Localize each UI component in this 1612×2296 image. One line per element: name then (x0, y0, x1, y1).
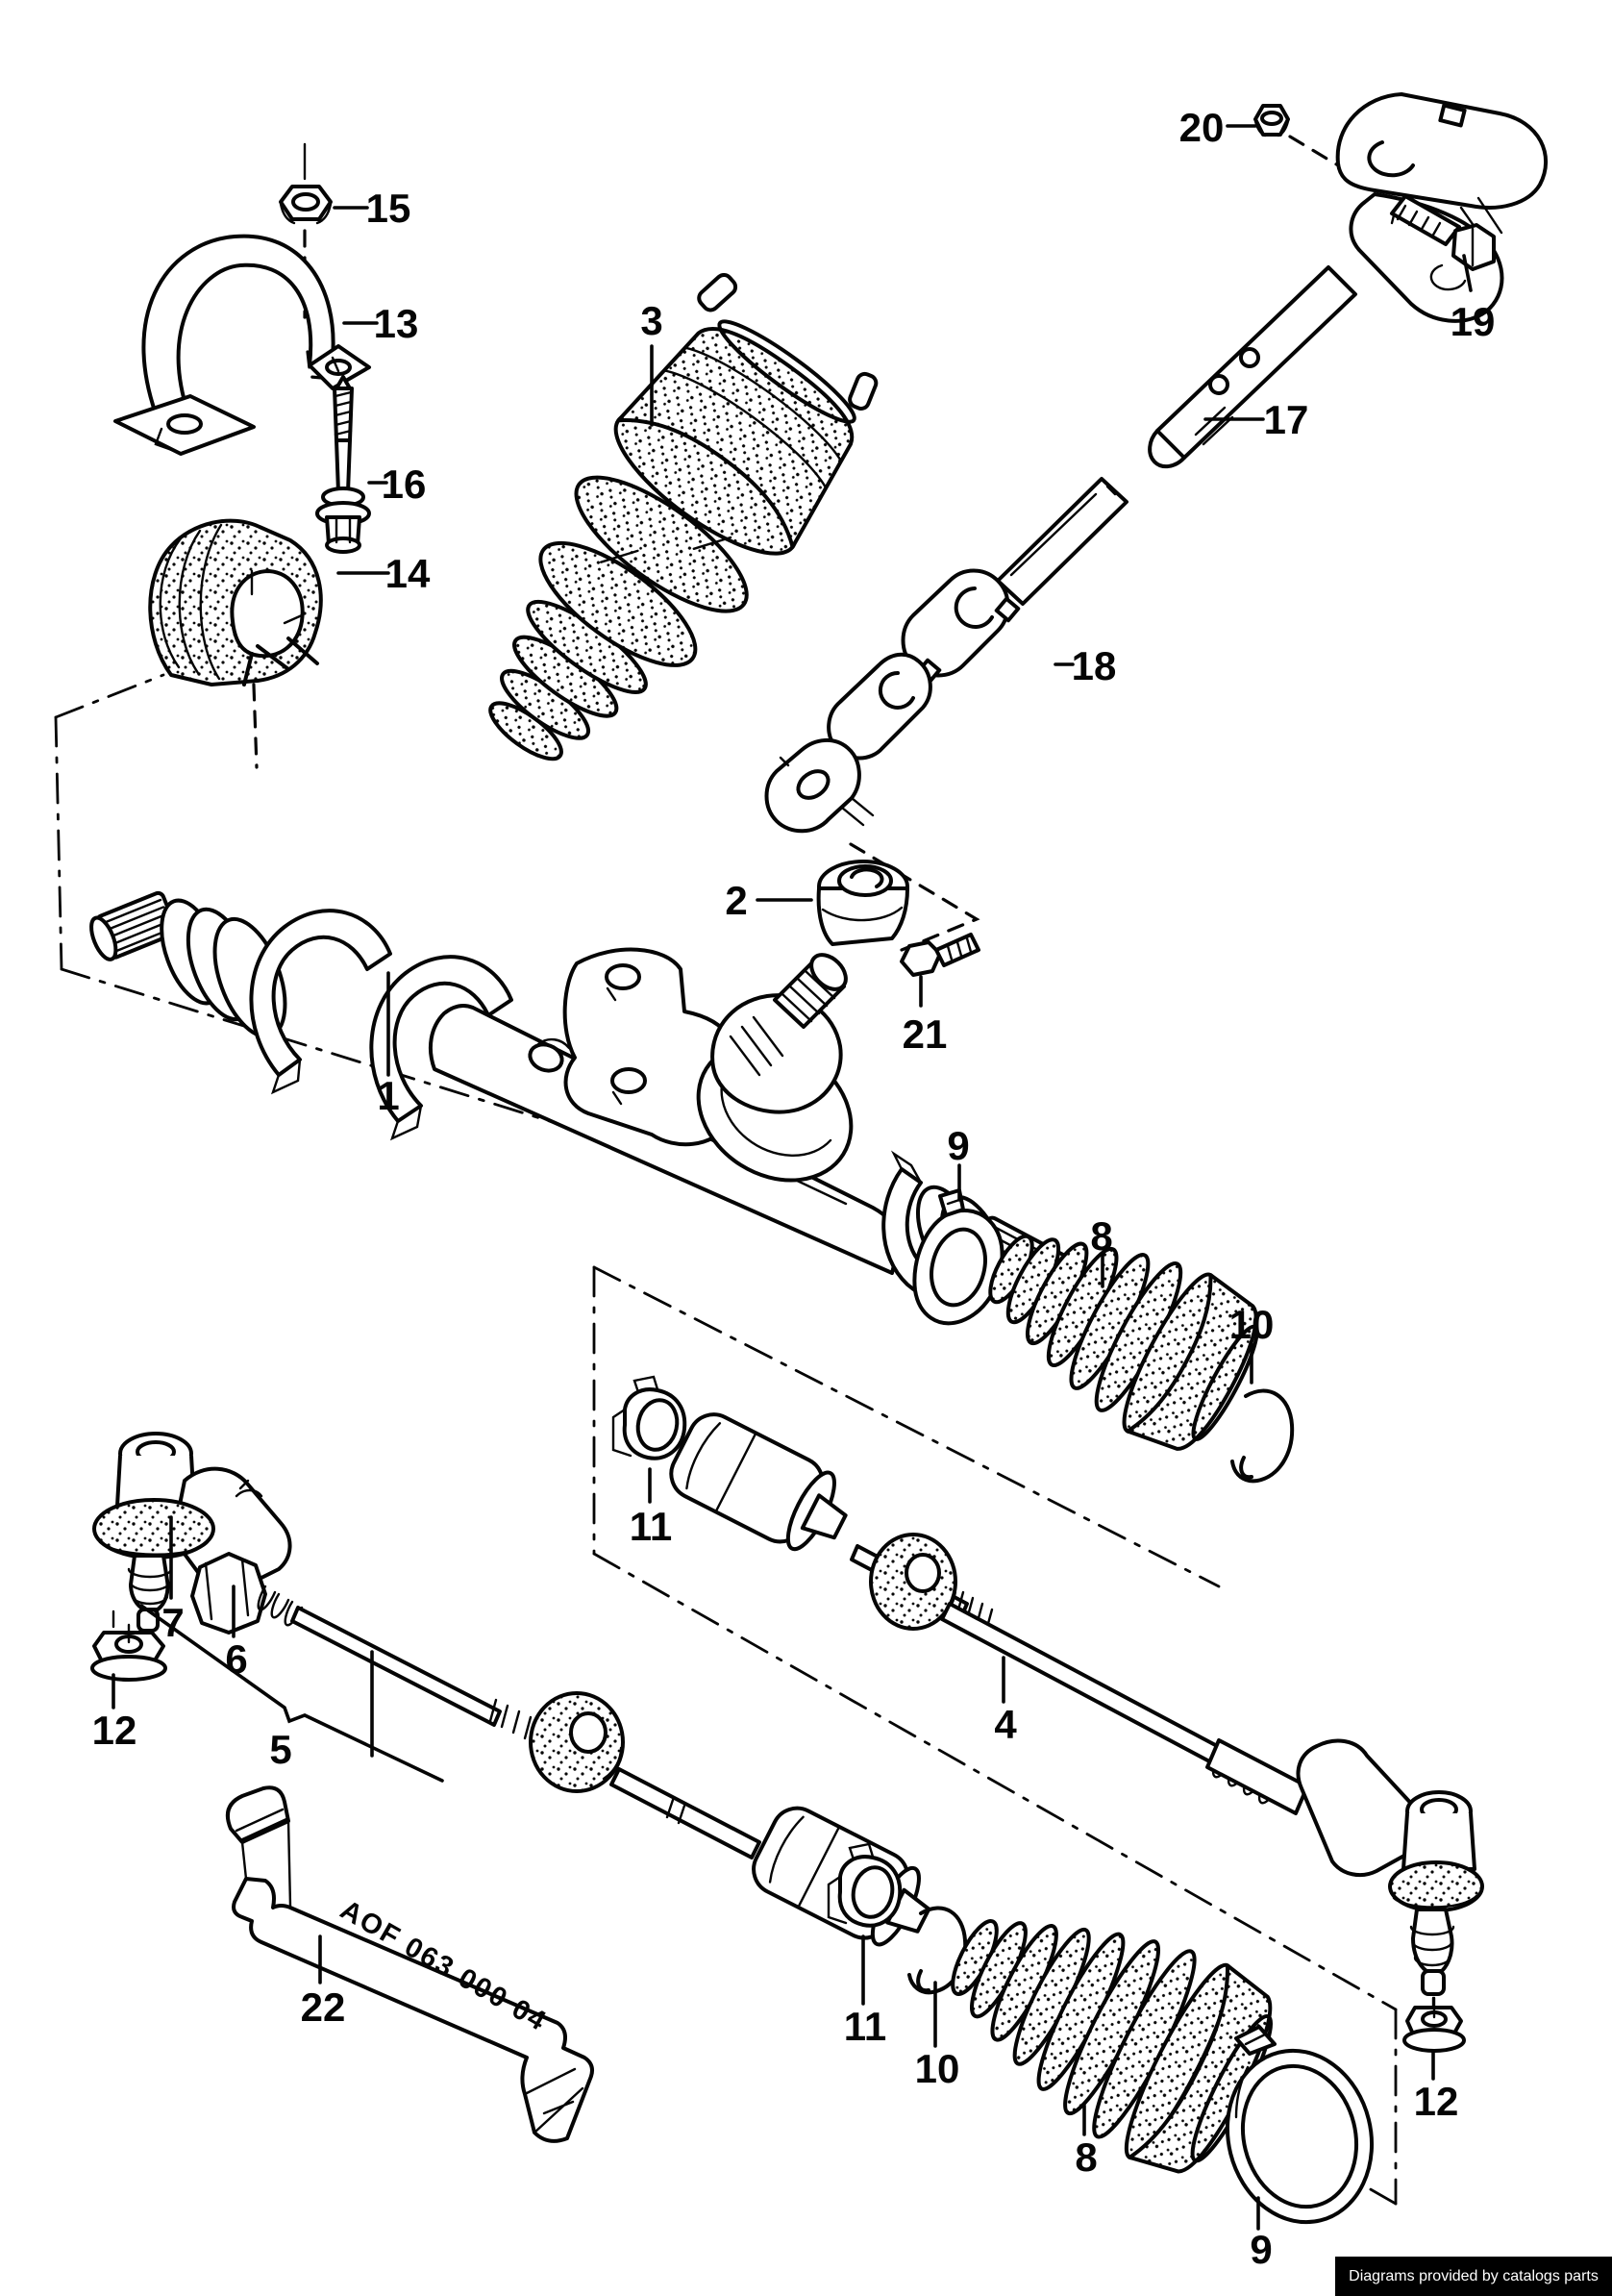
part-universal-joint-18 (764, 477, 1128, 834)
footer-bar: Diagrams provided by catalogs parts (1335, 2257, 1612, 2296)
leader-lines (112, 124, 1473, 2231)
callout-9a: 9 (947, 1123, 969, 1168)
callout-22: 22 (301, 1984, 346, 2030)
callout-18: 18 (1072, 643, 1117, 688)
part-upper-yoke (1335, 92, 1549, 323)
callout-12a: 12 (92, 1708, 137, 1753)
callout-5: 5 (269, 1727, 291, 1772)
callout-14: 14 (385, 551, 431, 596)
part-axial-joint-rod-4 (611, 1375, 1309, 1815)
callout-11a: 11 (630, 1504, 672, 1549)
part-grommet-2 (816, 860, 909, 946)
part-bolt-16 (315, 375, 371, 554)
callout-1: 1 (377, 1073, 399, 1118)
part-clamp-bracket-13 (113, 234, 371, 456)
part-intermediate-shaft-17 (1148, 265, 1357, 469)
part-tie-rod-end-left (90, 1432, 292, 1682)
part-bolt-21 (900, 933, 980, 977)
callout-15: 15 (366, 186, 411, 231)
part-rubber-mount-14 (148, 518, 323, 686)
callout-3: 3 (640, 298, 662, 343)
callout-19: 19 (1451, 299, 1496, 344)
callout-11b: 11 (844, 2004, 886, 2049)
callout-8a: 8 (1090, 1213, 1112, 1259)
callout-7: 7 (161, 1600, 184, 1645)
part-locknut-6 (190, 1552, 304, 1635)
callout-21: 21 (903, 1011, 948, 1057)
callout-2: 2 (725, 878, 747, 923)
callout-12b: 12 (1414, 2079, 1459, 2124)
part-bellows-boot-8a (988, 1234, 1259, 1451)
part-steering-gear-1 (89, 890, 1075, 1304)
footer-text: Diagrams provided by catalogs parts (1349, 2267, 1599, 2284)
callout-13: 13 (374, 301, 419, 346)
part-clamp-9a (912, 1188, 1004, 1326)
part-bellows-boot-8b (951, 1919, 1274, 2174)
part-tie-rod-end-right (1296, 1738, 1484, 2053)
part-clamp-11a (611, 1375, 687, 1460)
part-steering-boot-3 (488, 272, 879, 761)
part-nut-12b (1402, 1996, 1466, 2053)
callout-10b: 10 (915, 2046, 960, 2091)
callout-8b: 8 (1075, 2134, 1097, 2180)
callout-17: 17 (1264, 397, 1309, 442)
part-nut-20 (1253, 104, 1290, 137)
part-clamp-11b (827, 1842, 903, 1928)
callout-9b: 9 (1250, 2227, 1272, 2272)
part-damper-ring-b (529, 1691, 625, 1793)
callout-20: 20 (1179, 105, 1225, 150)
callout-10a: 10 (1229, 1302, 1275, 1347)
part-nut-15 (279, 142, 333, 225)
part-nut-12a (90, 1623, 167, 1682)
callout-labels: 15 13 16 14 3 20 19 17 18 2 21 1 9 8 10 … (92, 105, 1496, 2272)
part-snap-ring-10a (1230, 1388, 1295, 1484)
callout-4: 4 (994, 1702, 1017, 1747)
part-clamp-9b (1225, 2025, 1375, 2225)
part-inner-tie-rod-lower (290, 1606, 968, 1995)
callout-6: 6 (225, 1636, 247, 1682)
part-damper-ring-a (869, 1533, 957, 1631)
callout-16: 16 (382, 462, 427, 507)
